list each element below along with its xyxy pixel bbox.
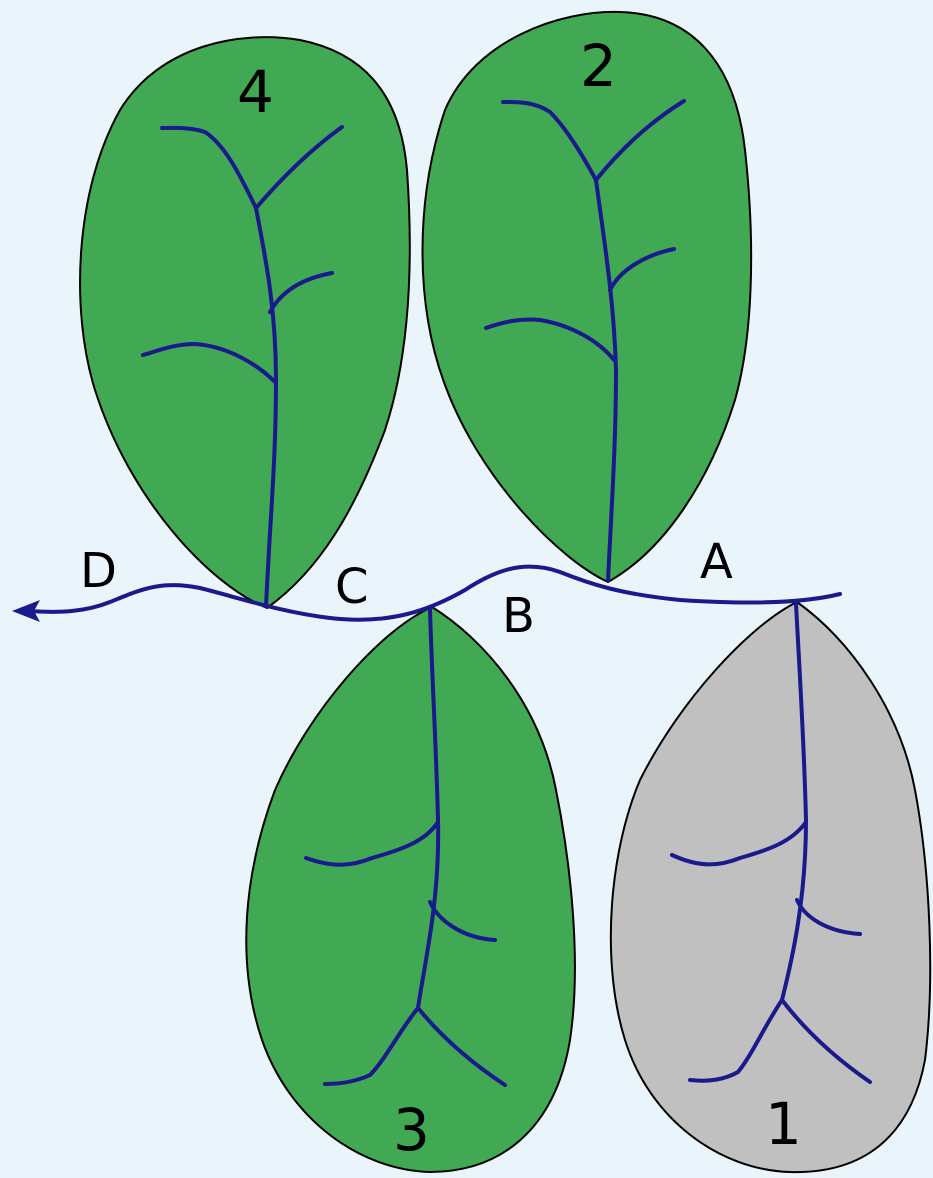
stem-point-a: A <box>700 534 733 590</box>
leaf-2-blade <box>421 10 753 584</box>
stem <box>12 564 842 622</box>
leaf-3-number: 3 <box>393 1096 430 1164</box>
stem-line <box>28 564 842 622</box>
leaf-2-number: 2 <box>580 32 617 100</box>
leaf-3-midrib <box>416 607 441 1010</box>
leaf-4-blade <box>79 36 411 610</box>
stem-arrowhead <box>12 600 40 622</box>
leaf-2 <box>421 10 753 584</box>
leaf-3-blade <box>245 605 576 1174</box>
leaf-2-midrib <box>594 178 618 582</box>
stem-point-d: D <box>80 543 117 599</box>
stem-point-b: B <box>502 588 535 644</box>
leaf-1 <box>609 600 932 1174</box>
leaf-4-number: 4 <box>237 58 274 126</box>
leaf-1-midrib <box>780 602 808 1002</box>
leaf-1-blade <box>609 600 932 1174</box>
stem-point-c: C <box>335 559 369 615</box>
leaf-4 <box>79 36 411 610</box>
leaf-1-number: 1 <box>765 1090 802 1158</box>
leaf-3 <box>245 605 576 1174</box>
